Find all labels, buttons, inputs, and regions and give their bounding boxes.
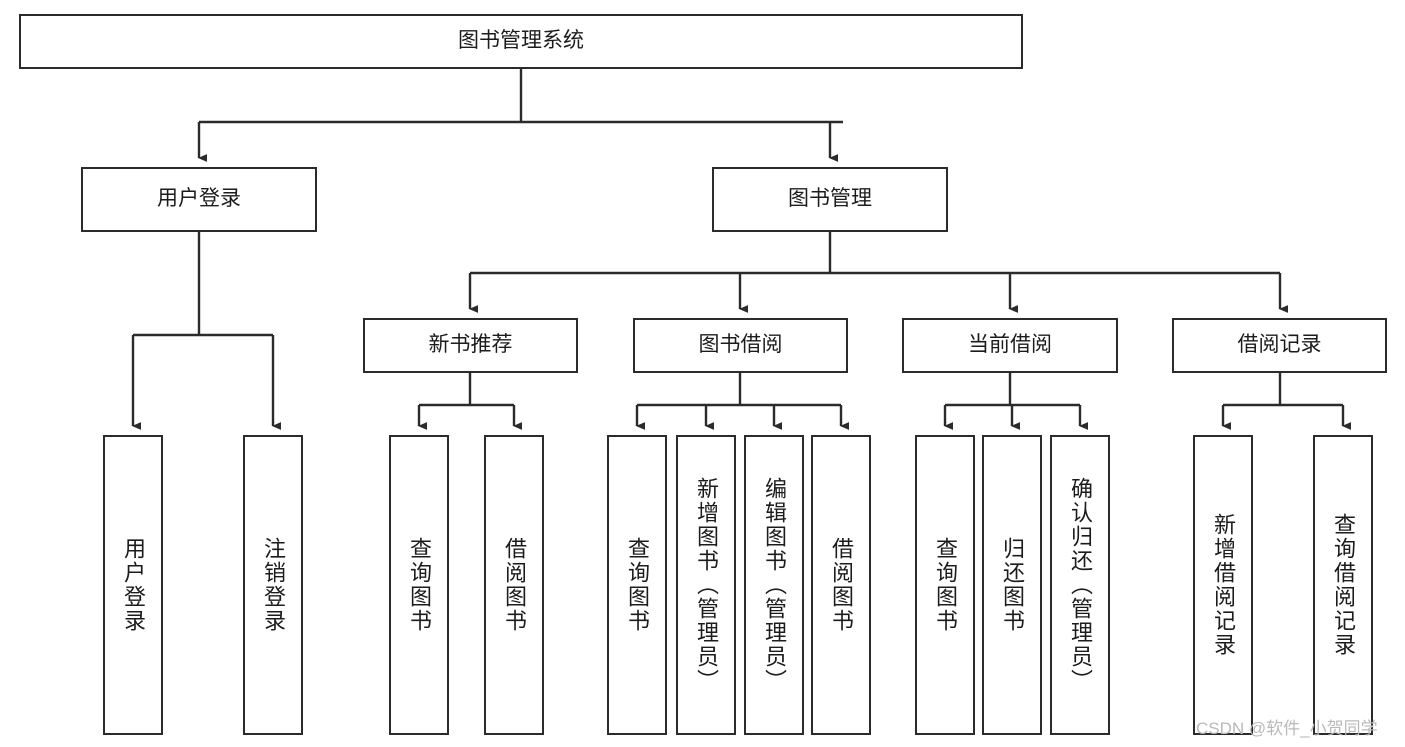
node-label: 借阅图书 <box>502 537 527 633</box>
node-label: 新书推荐 <box>428 333 513 357</box>
leaf-query-borrow-record[interactable]: 查询借阅记录 <box>1313 435 1373 735</box>
leaf-add-book-admin[interactable]: 新增图书（管理员） <box>676 435 736 735</box>
node-new-book-recommend[interactable]: 新书推荐 <box>363 318 578 373</box>
node-label: 图书管理 <box>788 187 872 211</box>
node-label: 查询图书 <box>933 537 958 633</box>
node-label: 新增借阅记录 <box>1211 513 1236 657</box>
node-borrow-record[interactable]: 借阅记录 <box>1172 318 1387 373</box>
node-label: 新增图书（管理员） <box>694 477 719 693</box>
leaf-query-book-borrow[interactable]: 查询图书 <box>607 435 667 735</box>
leaf-borrow-book[interactable]: 借阅图书 <box>811 435 871 735</box>
node-label: 用户登录 <box>121 537 146 633</box>
node-label: 注销登录 <box>261 537 286 633</box>
node-book-management[interactable]: 图书管理 <box>712 167 948 232</box>
leaf-query-book-current[interactable]: 查询图书 <box>915 435 975 735</box>
node-label: 借阅记录 <box>1237 333 1322 357</box>
node-label: 图书管理系统 <box>458 29 584 53</box>
node-label: 当前借阅 <box>968 333 1052 357</box>
node-label: 借阅图书 <box>829 537 854 633</box>
leaf-add-borrow-record[interactable]: 新增借阅记录 <box>1193 435 1253 735</box>
node-current-borrow[interactable]: 当前借阅 <box>902 318 1118 373</box>
leaf-edit-book-admin[interactable]: 编辑图书（管理员） <box>744 435 804 735</box>
node-label: 图书借阅 <box>698 333 783 357</box>
leaf-borrow-book-recommend[interactable]: 借阅图书 <box>484 435 544 735</box>
leaf-query-book-recommend[interactable]: 查询图书 <box>389 435 449 735</box>
leaf-confirm-return-admin[interactable]: 确认归还（管理员） <box>1050 435 1110 735</box>
node-label: 查询图书 <box>407 537 432 633</box>
node-user-login[interactable]: 用户登录 <box>81 167 317 232</box>
leaf-logout[interactable]: 注销登录 <box>243 435 303 735</box>
node-label: 归还图书 <box>1000 537 1025 633</box>
node-label: 编辑图书（管理员） <box>762 477 787 693</box>
node-book-borrow[interactable]: 图书借阅 <box>633 318 848 373</box>
node-label: 用户登录 <box>157 187 241 211</box>
node-label: 查询借阅记录 <box>1331 513 1356 657</box>
node-root-book-management-system[interactable]: 图书管理系统 <box>19 14 1023 69</box>
node-label: 确认归还（管理员） <box>1068 477 1093 693</box>
csdn-watermark: CSDN @软件_小贺同学 <box>1196 719 1378 738</box>
leaf-return-book[interactable]: 归还图书 <box>982 435 1042 735</box>
leaf-user-login[interactable]: 用户登录 <box>103 435 163 735</box>
node-label: 查询图书 <box>625 537 650 633</box>
